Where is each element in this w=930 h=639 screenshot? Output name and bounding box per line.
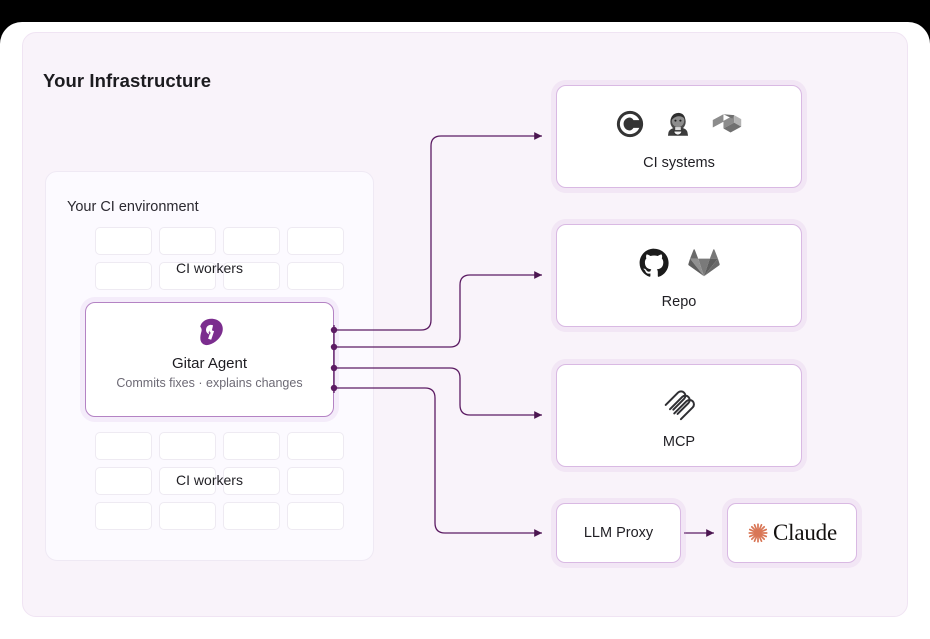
claude-sunburst-icon bbox=[748, 523, 768, 543]
ci-environment-title: Your CI environment bbox=[67, 199, 199, 215]
mcp-caption: MCP bbox=[662, 433, 696, 450]
ci-worker-cell bbox=[95, 227, 152, 255]
claude-box[interactable]: Claude bbox=[727, 503, 857, 563]
ci-worker-cell bbox=[223, 262, 280, 290]
ci-worker-cell bbox=[287, 432, 344, 460]
ci-worker-cell bbox=[223, 432, 280, 460]
ci-worker-cell bbox=[223, 227, 280, 255]
ci-worker-cell bbox=[223, 502, 280, 530]
ci-worker-cell bbox=[159, 262, 216, 290]
ci-worker-cell bbox=[95, 502, 152, 530]
ci-worker-cell bbox=[95, 262, 152, 290]
buildkite-icon bbox=[712, 113, 742, 132]
ci-systems-box[interactable]: CI systems bbox=[556, 85, 802, 188]
ci-worker-cell bbox=[223, 467, 280, 495]
ci-worker-cell bbox=[95, 467, 152, 495]
github-icon bbox=[639, 248, 669, 277]
ci-worker-cell bbox=[159, 227, 216, 255]
mcp-box[interactable]: MCP bbox=[556, 364, 802, 467]
ci-worker-cell bbox=[159, 467, 216, 495]
ci-worker-cell bbox=[287, 467, 344, 495]
ci-worker-cell bbox=[95, 432, 152, 460]
circleci-icon bbox=[616, 110, 644, 137]
mcp-icons bbox=[660, 382, 698, 424]
ci-worker-cell bbox=[287, 262, 344, 290]
jenkins-icon bbox=[667, 112, 689, 136]
ci-systems-icons bbox=[615, 103, 743, 145]
mcp-icon bbox=[664, 389, 695, 420]
ci-worker-cell bbox=[287, 502, 344, 530]
gitlab-icon bbox=[688, 248, 720, 276]
gitar-logo-icon bbox=[199, 318, 223, 346]
ci-worker-cell bbox=[287, 227, 344, 255]
ci-systems-caption: CI systems bbox=[643, 154, 715, 171]
ci-worker-cell bbox=[159, 432, 216, 460]
gitar-agent-card[interactable]: Gitar Agent Commits fixes · explains cha… bbox=[85, 302, 334, 417]
gitar-agent-name: Gitar Agent bbox=[171, 355, 248, 372]
repo-caption: Repo bbox=[661, 293, 697, 310]
ci-worker-cell bbox=[159, 502, 216, 530]
ci-workers-grid-bottom bbox=[95, 432, 344, 530]
repo-box[interactable]: Repo bbox=[556, 224, 802, 327]
claude-wordmark: Claude bbox=[773, 520, 837, 545]
llm-proxy-box[interactable]: LLM Proxy bbox=[556, 503, 681, 563]
gitar-agent-subtitle: Commits fixes · explains changes bbox=[116, 376, 303, 390]
page-title: Your Infrastructure bbox=[43, 70, 212, 91]
repo-icons bbox=[638, 242, 720, 284]
ci-workers-grid-top bbox=[95, 227, 344, 290]
